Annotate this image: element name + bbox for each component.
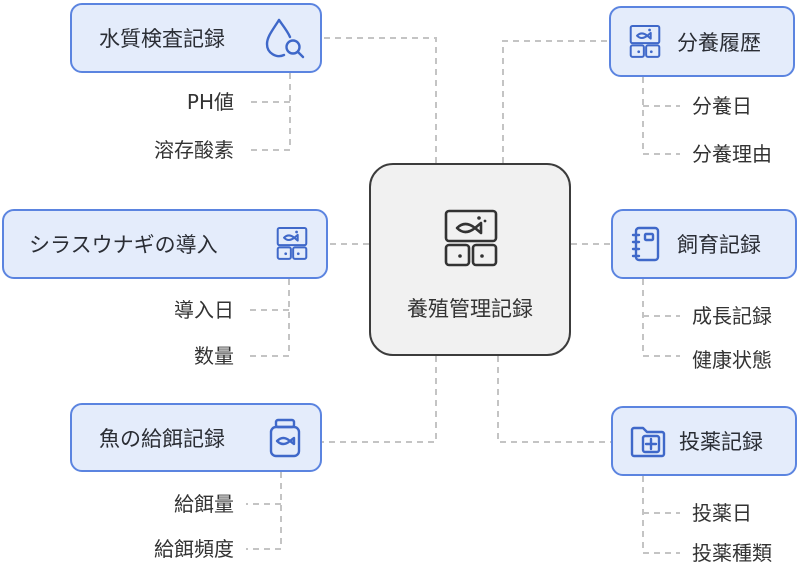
rearing-item-growth: 成長記録 [692, 304, 772, 328]
node-feeding-records[interactable]: 魚の給餌記録 [70, 403, 322, 472]
center-node: 養殖管理記録 [369, 163, 571, 356]
intro-item-date: 導入日 [174, 298, 234, 322]
node-split-history-label: 分養履歴 [677, 30, 761, 55]
node-medication-records-label: 投薬記録 [679, 430, 763, 454]
feeding-item-frequency: 給餌頻度 [154, 537, 234, 561]
medication-item-type: 投薬種類 [692, 541, 772, 565]
water-drop-search-icon [265, 18, 305, 59]
node-water-quality-label: 水質検査記録 [99, 27, 225, 51]
notebook-icon [631, 226, 660, 262]
water-item-ph: PH値 [186, 90, 234, 114]
medication-item-date: 投薬日 [692, 501, 752, 525]
center-title: 養殖管理記録 [407, 297, 533, 321]
fish-tank-icon [629, 24, 661, 58]
fish-food-jar-icon [269, 418, 301, 457]
node-medication-records[interactable]: 投薬記録 [611, 406, 797, 476]
fish-tank-icon [276, 227, 308, 260]
node-eel-introduction[interactable]: シラスウナギの導入 [2, 209, 328, 279]
node-rearing-records[interactable]: 飼育記録 [611, 209, 797, 279]
split-item-reason: 分養理由 [692, 142, 772, 166]
node-eel-introduction-label: シラスウナギの導入 [29, 233, 218, 257]
fish-tank-icon [444, 209, 498, 267]
node-feeding-records-label: 魚の給餌記録 [99, 426, 225, 451]
node-water-quality[interactable]: 水質検査記録 [70, 3, 322, 73]
split-item-date: 分養日 [692, 94, 752, 118]
intro-item-quantity: 数量 [194, 344, 234, 368]
medical-folder-icon [630, 426, 666, 458]
rearing-item-health: 健康状態 [692, 348, 772, 372]
node-rearing-records-label: 飼育記録 [677, 233, 761, 257]
node-split-history[interactable]: 分養履歴 [609, 6, 795, 77]
water-item-oxygen: 溶存酸素 [154, 138, 234, 162]
feeding-item-amount: 給餌量 [174, 492, 234, 516]
